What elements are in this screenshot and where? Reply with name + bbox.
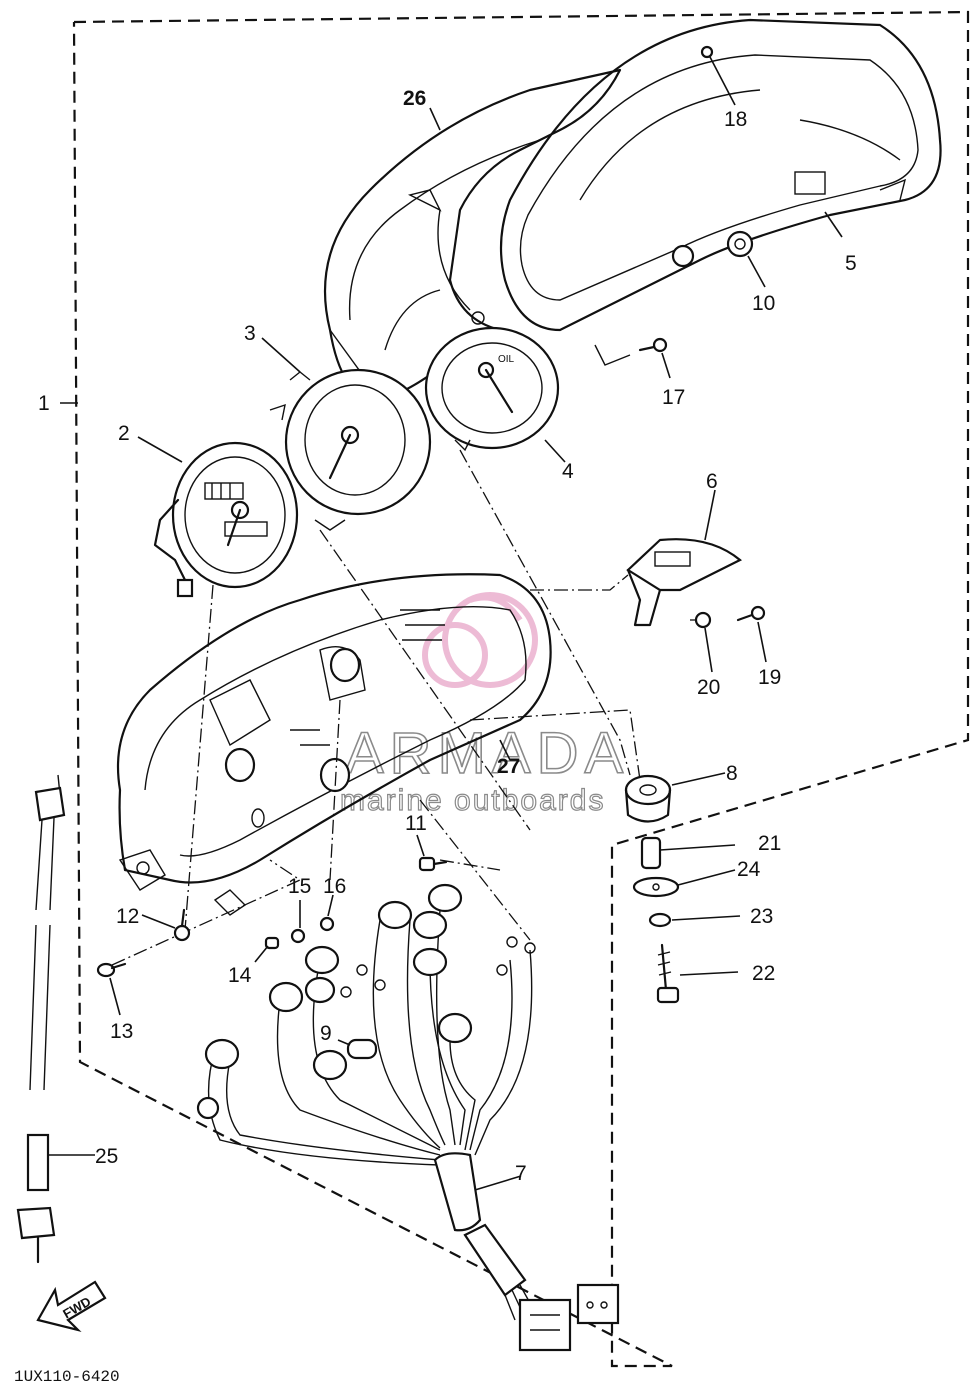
callout-3: 3 xyxy=(244,322,256,345)
part-15-washer xyxy=(290,928,306,944)
part-7-wire-harness xyxy=(196,883,620,1352)
callout-17: 17 xyxy=(662,386,685,409)
callout-13: 13 xyxy=(110,1020,133,1043)
fwd-arrow-icon: FWD xyxy=(36,1280,107,1333)
callout-15: 15 xyxy=(288,875,311,898)
callout-14: 14 xyxy=(228,964,252,987)
part-19-screw xyxy=(736,605,766,622)
part-6-lamp-housing xyxy=(626,538,742,627)
part-4-indicator-gauge: OIL xyxy=(424,326,560,452)
leader-lines xyxy=(48,56,843,1191)
part-8-damper xyxy=(624,774,672,823)
callout-26: 26 xyxy=(403,87,426,110)
part-9-bulb xyxy=(346,1038,378,1060)
callout-1: 1 xyxy=(38,392,50,415)
callout-27: 27 xyxy=(497,755,520,778)
watermark-tagline: marine outboards xyxy=(340,784,605,817)
callout-23: 23 xyxy=(750,905,773,928)
callout-11: 11 xyxy=(405,812,427,835)
part-25-speedometer-cable xyxy=(16,774,66,1264)
meter-case xyxy=(116,573,552,916)
callout-25: 25 xyxy=(95,1145,118,1168)
part-5-meter-cover xyxy=(499,18,942,366)
part-10-grommet xyxy=(734,238,746,250)
exploded-view-lines xyxy=(111,449,705,966)
part-17-screw xyxy=(638,337,668,353)
part-20-washer xyxy=(694,611,712,629)
callout-12: 12 xyxy=(116,905,139,928)
part-16-washer xyxy=(319,916,335,932)
part-24-washer xyxy=(632,876,680,898)
callout-numbers: 1 2 3 4 5 6 7 8 9 10 11 12 13 14 15 16 1… xyxy=(38,87,857,1185)
callout-8: 8 xyxy=(726,762,738,785)
callout-4: 4 xyxy=(562,460,574,483)
callout-7: 7 xyxy=(515,1162,527,1185)
part-21-collar xyxy=(640,836,662,870)
callout-20: 20 xyxy=(697,676,720,699)
watermark-logo-icon xyxy=(422,592,538,688)
callout-10: 10 xyxy=(752,292,775,315)
assembly-boundary xyxy=(72,10,970,1368)
watermark: ARMADA marine outboards xyxy=(339,592,629,818)
gauge-marking: OIL xyxy=(498,354,515,365)
part-3-tachometer xyxy=(269,368,432,531)
part-23-spring-washer xyxy=(648,912,672,928)
callout-2: 2 xyxy=(118,422,130,445)
callout-16: 16 xyxy=(323,875,346,898)
callout-22: 22 xyxy=(752,962,775,985)
part-12-screw xyxy=(173,908,191,942)
callout-19: 19 xyxy=(758,666,781,689)
part-2-speedometer xyxy=(153,441,299,598)
part-22-bolt xyxy=(656,943,680,1004)
callout-21: 21 xyxy=(758,832,781,855)
callout-24: 24 xyxy=(737,858,761,881)
part-14-screw xyxy=(264,936,280,950)
part-18-screw xyxy=(700,45,714,59)
callout-18: 18 xyxy=(724,108,747,131)
catalog-code: 1UX110-6420 xyxy=(14,1368,120,1386)
watermark-brand: ARMADA xyxy=(345,721,629,786)
callout-5: 5 xyxy=(845,252,857,275)
part-11-screw xyxy=(418,856,448,872)
callout-9: 9 xyxy=(320,1022,332,1045)
part-13-screw xyxy=(96,962,127,978)
callout-6: 6 xyxy=(706,470,718,493)
